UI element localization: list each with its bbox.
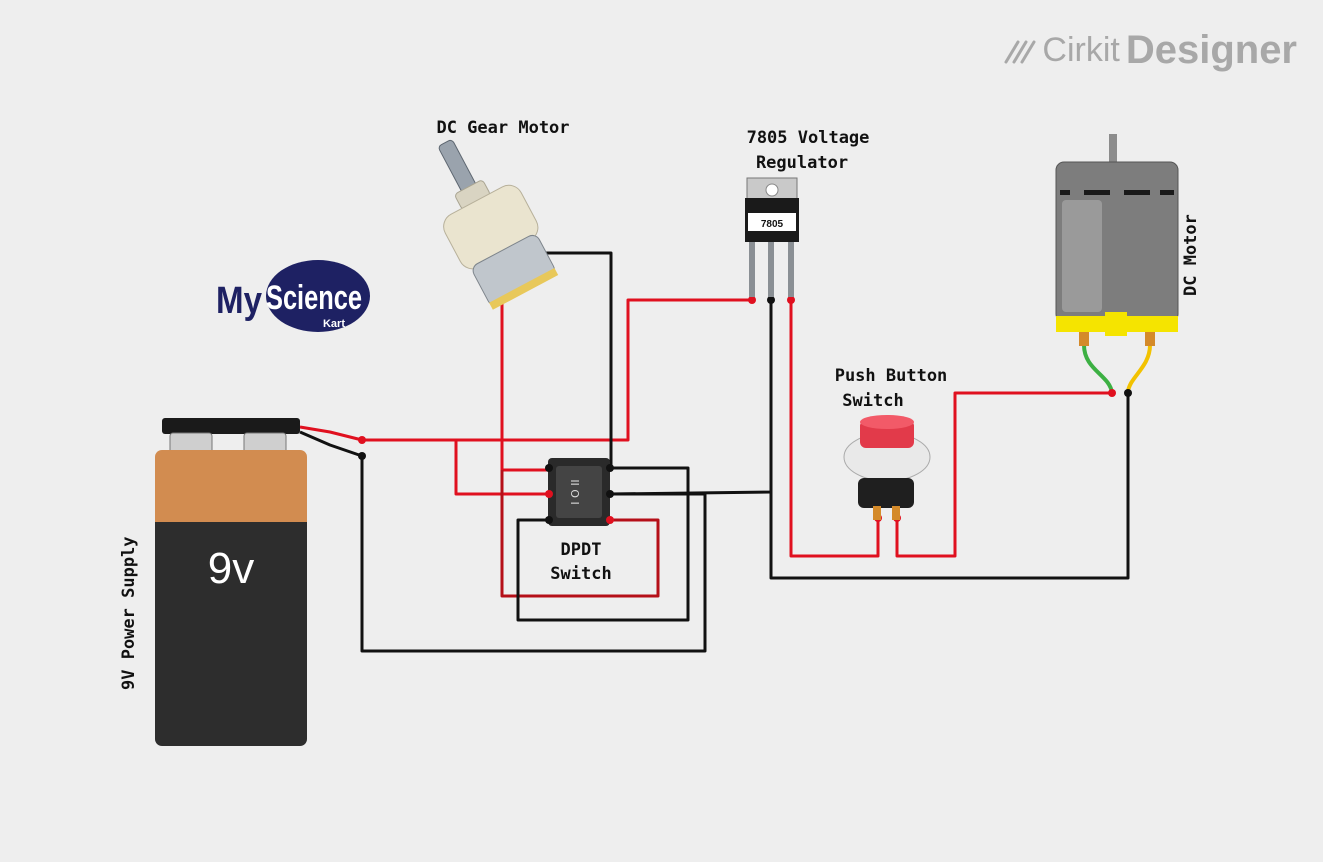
wire-gearmotor-red-to-dpdt[interactable] bbox=[500, 285, 548, 472]
wire-regulator-gnd-to-motor[interactable] bbox=[769, 393, 1130, 580]
motor-lead-yellow bbox=[1126, 344, 1152, 394]
regulator-label-line2: Regulator bbox=[756, 153, 848, 173]
battery-9v[interactable]: 9v bbox=[155, 418, 307, 746]
gear-motor-label: DC Gear Motor bbox=[436, 118, 569, 138]
wire-junctions bbox=[358, 249, 1132, 522]
regulator-label-line1: 7805 Voltage bbox=[747, 128, 870, 148]
wire-dpdt-cross-black[interactable] bbox=[516, 466, 690, 622]
pushbutton-label-line1: Push Button bbox=[835, 366, 948, 386]
push-button-switch[interactable] bbox=[843, 415, 931, 520]
regulator-chip-text: 7805 bbox=[761, 219, 784, 230]
brand-name-light: Cirkit bbox=[1042, 31, 1120, 69]
logo-line1-b: Science bbox=[266, 279, 362, 317]
dc-motor[interactable] bbox=[1055, 134, 1179, 346]
dpdt-symbol: I O II bbox=[569, 479, 582, 504]
wire-dpdt-cross-red[interactable] bbox=[500, 470, 660, 598]
battery-label: 9V Power Supply bbox=[119, 536, 139, 690]
dpdt-switch[interactable]: I O II bbox=[545, 458, 614, 526]
dc-motor-label: DC Motor bbox=[1181, 214, 1201, 296]
wire-battery-pos-to-dpdt[interactable] bbox=[362, 438, 548, 496]
brand-name-bold: Designer bbox=[1125, 28, 1297, 72]
battery-text: 9v bbox=[208, 544, 254, 593]
logo-line2: Kart bbox=[323, 318, 345, 330]
wire-battery-pos-to-regulator[interactable] bbox=[299, 298, 752, 442]
dpdt-label-line2: Switch bbox=[550, 564, 611, 584]
myscience-kart-logo: My Science Kart bbox=[216, 260, 370, 332]
cirkit-logo-icon bbox=[1004, 40, 1036, 63]
wires bbox=[299, 251, 1152, 653]
wire-regulator-out-to-button[interactable] bbox=[789, 300, 880, 558]
motor-lead-green bbox=[1082, 344, 1114, 394]
dpdt-label-line1: DPDT bbox=[561, 540, 602, 560]
wire-button-to-motor[interactable] bbox=[895, 391, 1112, 558]
cirkit-designer-logo: Cirkit Designer bbox=[1002, 28, 1297, 73]
voltage-regulator-7805[interactable]: 7805 bbox=[745, 177, 799, 297]
logo-line1-a: My bbox=[216, 280, 262, 322]
wire-regulator-gnd-to-dpdt[interactable] bbox=[609, 300, 773, 496]
pushbutton-label-line2: Switch bbox=[842, 391, 903, 411]
dc-gear-motor[interactable] bbox=[408, 122, 564, 312]
wire-gearmotor-black-to-dpdt[interactable] bbox=[538, 251, 613, 468]
